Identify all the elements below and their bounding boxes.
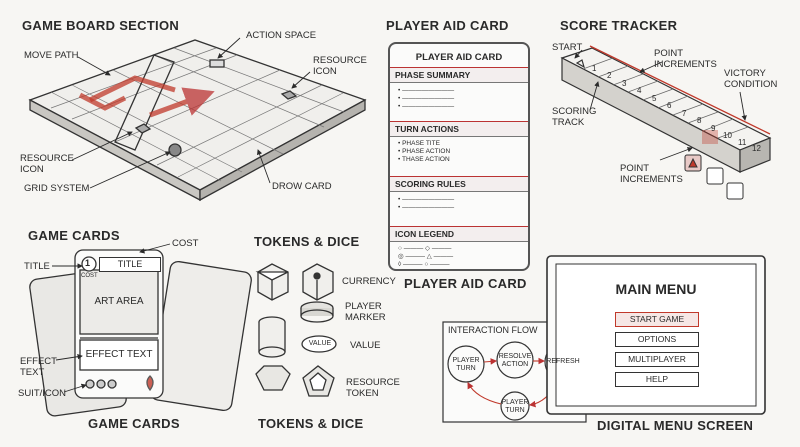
game-card-stack (29, 249, 252, 417)
tracker-tokens (684, 154, 744, 200)
turn-item: • PHASE ACTION (398, 148, 451, 155)
multiplayer-button[interactable]: MULTIPLAYER (615, 352, 699, 367)
point-increments-top-label: POINT INCREMENTS (654, 48, 717, 70)
art-area: ART AREA (94, 296, 144, 307)
flow-node: REFRESH (546, 358, 580, 365)
effect-text-label: EFFECT TEXT (20, 356, 57, 378)
move-path-label: MOVE PATH (24, 50, 79, 61)
resource-icon-label-right: RESOURCE ICON (313, 55, 367, 77)
tokens-dice-heading: TOKENS & DICE (254, 234, 360, 249)
track-number: 3 (622, 79, 627, 88)
start-game-button[interactable]: START GAME (615, 312, 699, 327)
victory-condition-label: VICTORY CONDITION (724, 68, 778, 90)
card-cost: COST (81, 273, 98, 279)
turn-item: • THASE ACTION (398, 156, 450, 163)
flow-node: PLAYER TURN (501, 399, 529, 414)
player-aid-card-title: PLAYER AID CARD (415, 52, 503, 63)
digital-menu-caption: DIGITAL MENU SCREEN (597, 418, 754, 433)
resource-icon-label-left: RESOURCE ICON (20, 153, 74, 175)
action-space-label: ACTION SPACE (246, 30, 317, 41)
cost-label: COST (172, 238, 199, 249)
track-number: 7 (682, 109, 687, 118)
game-board (28, 39, 367, 202)
suit-icon-label: SUIT/ICON (18, 388, 67, 399)
track-number: 8 (697, 116, 702, 125)
tokens-dice (255, 263, 337, 397)
track-number: 1 (592, 64, 597, 73)
track-number: 2 (607, 71, 612, 80)
help-button[interactable]: HELP (615, 372, 699, 387)
track-number: 10 (723, 131, 732, 140)
player-aid-heading: PLAYER AID CARD (386, 18, 509, 33)
resource-token-label: RESOURCE TOKEN (346, 377, 400, 399)
start-label: START (552, 42, 583, 53)
game-cards-caption: GAME CARDS (88, 416, 180, 431)
effect-text: EFFECT TEXT (85, 349, 153, 360)
score-tracker-heading: SCORE TRACKER (560, 18, 678, 33)
interaction-flow-title: INTERACTION FLOW (448, 325, 538, 335)
point-increments-bottom-label: POINT INCREMENTS (620, 163, 683, 185)
track-number: 12 (752, 144, 761, 153)
turn-actions-heading: TURN ACTIONS (390, 121, 528, 137)
turn-actions-list: • PHASE TITE • PHASE ACTION • THASE ACTI… (390, 137, 528, 176)
icon-legend-grid: ○ ——— ◇ ——— ◎ ——— △ ——— ◊ ——— ○ ——— (398, 245, 454, 268)
turn-item: • PHASE TITE (398, 140, 440, 147)
score-track (560, 45, 772, 173)
currency-label: CURRENCY (342, 276, 396, 287)
game-board-heading: GAME BOARD SECTION (22, 18, 180, 33)
player-aid-caption: PLAYER AID CARD (404, 276, 527, 291)
scoring-rules-lines: • ———————— • ———————— (398, 196, 455, 211)
game-cards-heading: GAME CARDS (28, 228, 120, 243)
tokens-dice-caption: TOKENS & DICE (258, 416, 364, 431)
track-number: 9 (711, 124, 716, 133)
main-menu-title: MAIN MENU (615, 281, 697, 297)
track-number: 4 (637, 86, 642, 95)
track-number: 5 (652, 94, 657, 103)
track-number: 11 (738, 138, 747, 147)
grid-system-label: GRID SYSTEM (24, 183, 90, 194)
drow-card-label: DROW CARD (272, 181, 332, 192)
card-number: 1 (85, 258, 91, 268)
track-number: 6 (667, 101, 672, 110)
title-label: TITLE (24, 261, 50, 272)
flow-node: PLAYER TURN (452, 357, 480, 372)
phase-summary-heading: PHASE SUMMARY (390, 67, 528, 83)
value-token-text: VALUE (308, 340, 332, 347)
player-aid-card: PLAYER AID CARD PHASE SUMMARY • ————————… (388, 42, 530, 271)
options-button[interactable]: OPTIONS (615, 332, 699, 347)
player-marker-label: PLAYER MARKER (345, 301, 386, 323)
value-label: VALUE (350, 340, 381, 351)
icon-legend-heading: ICON LEGEND (390, 226, 528, 242)
phase-summary-lines: • ———————— • ———————— • ———————— (398, 87, 455, 110)
flow-node: RESOLVE ACTION (498, 353, 532, 368)
card-title: TITLE (99, 257, 161, 272)
scoring-rules-heading: SCORING RULES (390, 176, 528, 192)
scoring-track-label: SCORING TRACK (552, 106, 597, 128)
